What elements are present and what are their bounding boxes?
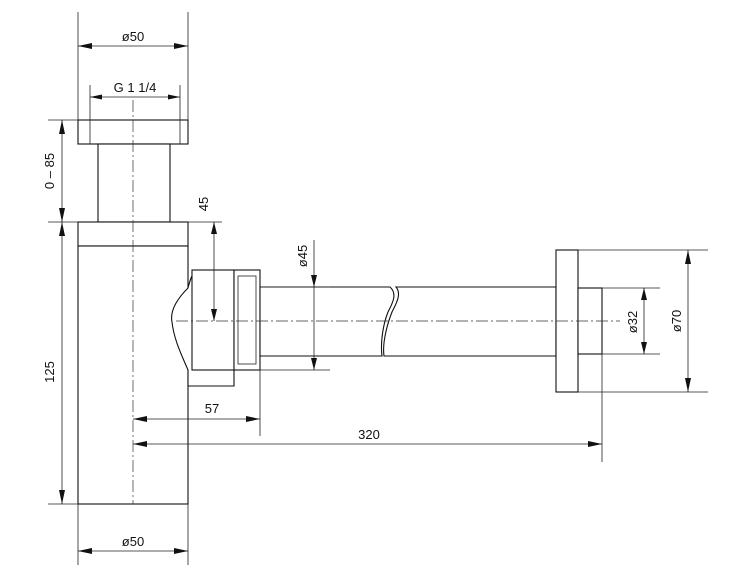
label-bottom-diameter: ø50 [122,534,144,549]
pipe-left-segment [259,286,395,357]
extension-lines [48,12,708,565]
label-thread: G 1 1/4 [114,80,157,95]
pipe-nut-inner [237,275,257,365]
outlet-connector [191,269,235,371]
label-flange-diameter: ø70 [669,310,684,332]
label-body-height: 125 [42,361,57,383]
label-top-diameter: ø50 [122,29,144,44]
pipe-right-segment [383,286,557,357]
adjustable-tube [97,143,171,223]
trap-parts [77,119,603,505]
dimension-lines [59,43,691,554]
label-total-length: 320 [358,427,380,442]
label-axis-offset: 57 [205,401,219,416]
dimension-labels: ø50 G 1 1/4 0 – 85 45 125 ø45 ø32 ø70 57… [42,29,684,549]
center-lines [132,100,620,504]
label-height-range: 0 – 85 [42,153,57,189]
label-wall-outlet-diameter: ø32 [625,311,640,333]
label-offset-45: 45 [196,197,211,211]
label-pipe-diameter: ø45 [295,245,310,267]
